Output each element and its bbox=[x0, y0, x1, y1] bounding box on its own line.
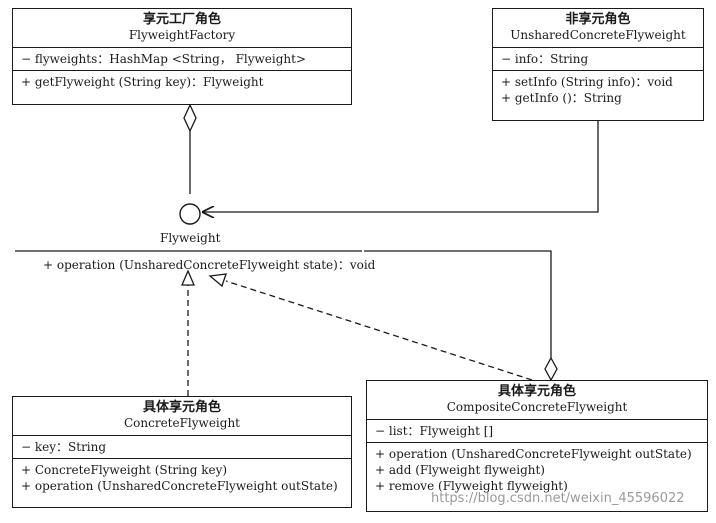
class-name: FlyweightFactory bbox=[128, 28, 236, 42]
class-role-label: 具体享元角色 bbox=[497, 384, 576, 399]
attributes-section: − info：String bbox=[493, 48, 703, 71]
method: + remove (Flyweight flyweight) bbox=[375, 479, 568, 493]
class-role-label: 享元工厂角色 bbox=[142, 12, 221, 27]
method: + setInfo (String info)：void bbox=[501, 75, 673, 89]
methods-section: + setInfo (String info)：void + getInfo (… bbox=[493, 71, 703, 109]
class-flyweight-factory: 享元工厂角色 FlyweightFactory − flyweights：Has… bbox=[12, 8, 352, 105]
concrete-realization-triangle bbox=[181, 269, 195, 286]
method: + add (Flyweight flyweight) bbox=[375, 463, 545, 477]
methods-section: + getFlyweight (String key)：Flyweight bbox=[13, 71, 351, 93]
unshared-to-flyweight-arrow bbox=[202, 120, 599, 212]
method: + getFlyweight (String key)：Flyweight bbox=[21, 75, 264, 89]
flyweight-interface-method: + operation (UnsharedConcreteFlyweight s… bbox=[43, 258, 376, 272]
class-role-label: 非享元角色 bbox=[565, 12, 631, 27]
composite-aggregation-line bbox=[364, 250, 552, 358]
method: + getInfo ()：String bbox=[501, 91, 622, 105]
aggregation-diamond-factory bbox=[183, 103, 197, 133]
method: + operation (UnsharedConcreteFlyweight o… bbox=[21, 479, 338, 493]
class-concrete-flyweight: 具体享元角色 ConcreteFlyweight − key：String + … bbox=[12, 396, 352, 508]
attribute: − list：Flyweight [] bbox=[375, 424, 494, 438]
composite-realization-line bbox=[225, 280, 533, 381]
attribute: − info：String bbox=[501, 52, 589, 66]
attribute: − flyweights：HashMap <String， Flyweight> bbox=[21, 52, 307, 66]
class-header: 非享元角色 UnsharedConcreteFlyweight bbox=[493, 9, 703, 48]
attributes-section: − flyweights：HashMap <String， Flyweight> bbox=[13, 48, 351, 71]
attribute: − key：String bbox=[21, 440, 107, 454]
composite-realization-triangle bbox=[208, 273, 227, 288]
method: + ConcreteFlyweight (String key) bbox=[21, 463, 228, 477]
class-header: 享元工厂角色 FlyweightFactory bbox=[13, 9, 351, 48]
methods-section: + ConcreteFlyweight (String key) + opera… bbox=[13, 459, 351, 497]
flyweight-interface-name: Flyweight bbox=[160, 231, 221, 245]
class-composite-concrete-flyweight: 具体享元角色 CompositeConcreteFlyweight − list… bbox=[366, 380, 708, 512]
class-name: ConcreteFlyweight bbox=[123, 416, 240, 430]
aggregation-diamond-composite bbox=[544, 356, 558, 382]
method: + operation (UnsharedConcreteFlyweight o… bbox=[375, 447, 692, 461]
class-header: 具体享元角色 ConcreteFlyweight bbox=[13, 397, 351, 436]
attributes-section: − list：Flyweight [] bbox=[367, 420, 707, 443]
class-header: 具体享元角色 CompositeConcreteFlyweight bbox=[367, 381, 707, 420]
class-name: UnsharedConcreteFlyweight bbox=[510, 28, 686, 42]
watermark-text: https://blog.csdn.net/weixin_45596022 bbox=[431, 491, 685, 506]
class-name: CompositeConcreteFlyweight bbox=[446, 400, 628, 414]
attributes-section: − key：String bbox=[13, 436, 351, 459]
methods-section: + operation (UnsharedConcreteFlyweight o… bbox=[367, 443, 707, 497]
flyweight-interface-circle bbox=[179, 203, 201, 225]
class-role-label: 具体享元角色 bbox=[142, 400, 221, 415]
class-unshared-concrete-flyweight: 非享元角色 UnsharedConcreteFlyweight − info：S… bbox=[492, 8, 704, 121]
